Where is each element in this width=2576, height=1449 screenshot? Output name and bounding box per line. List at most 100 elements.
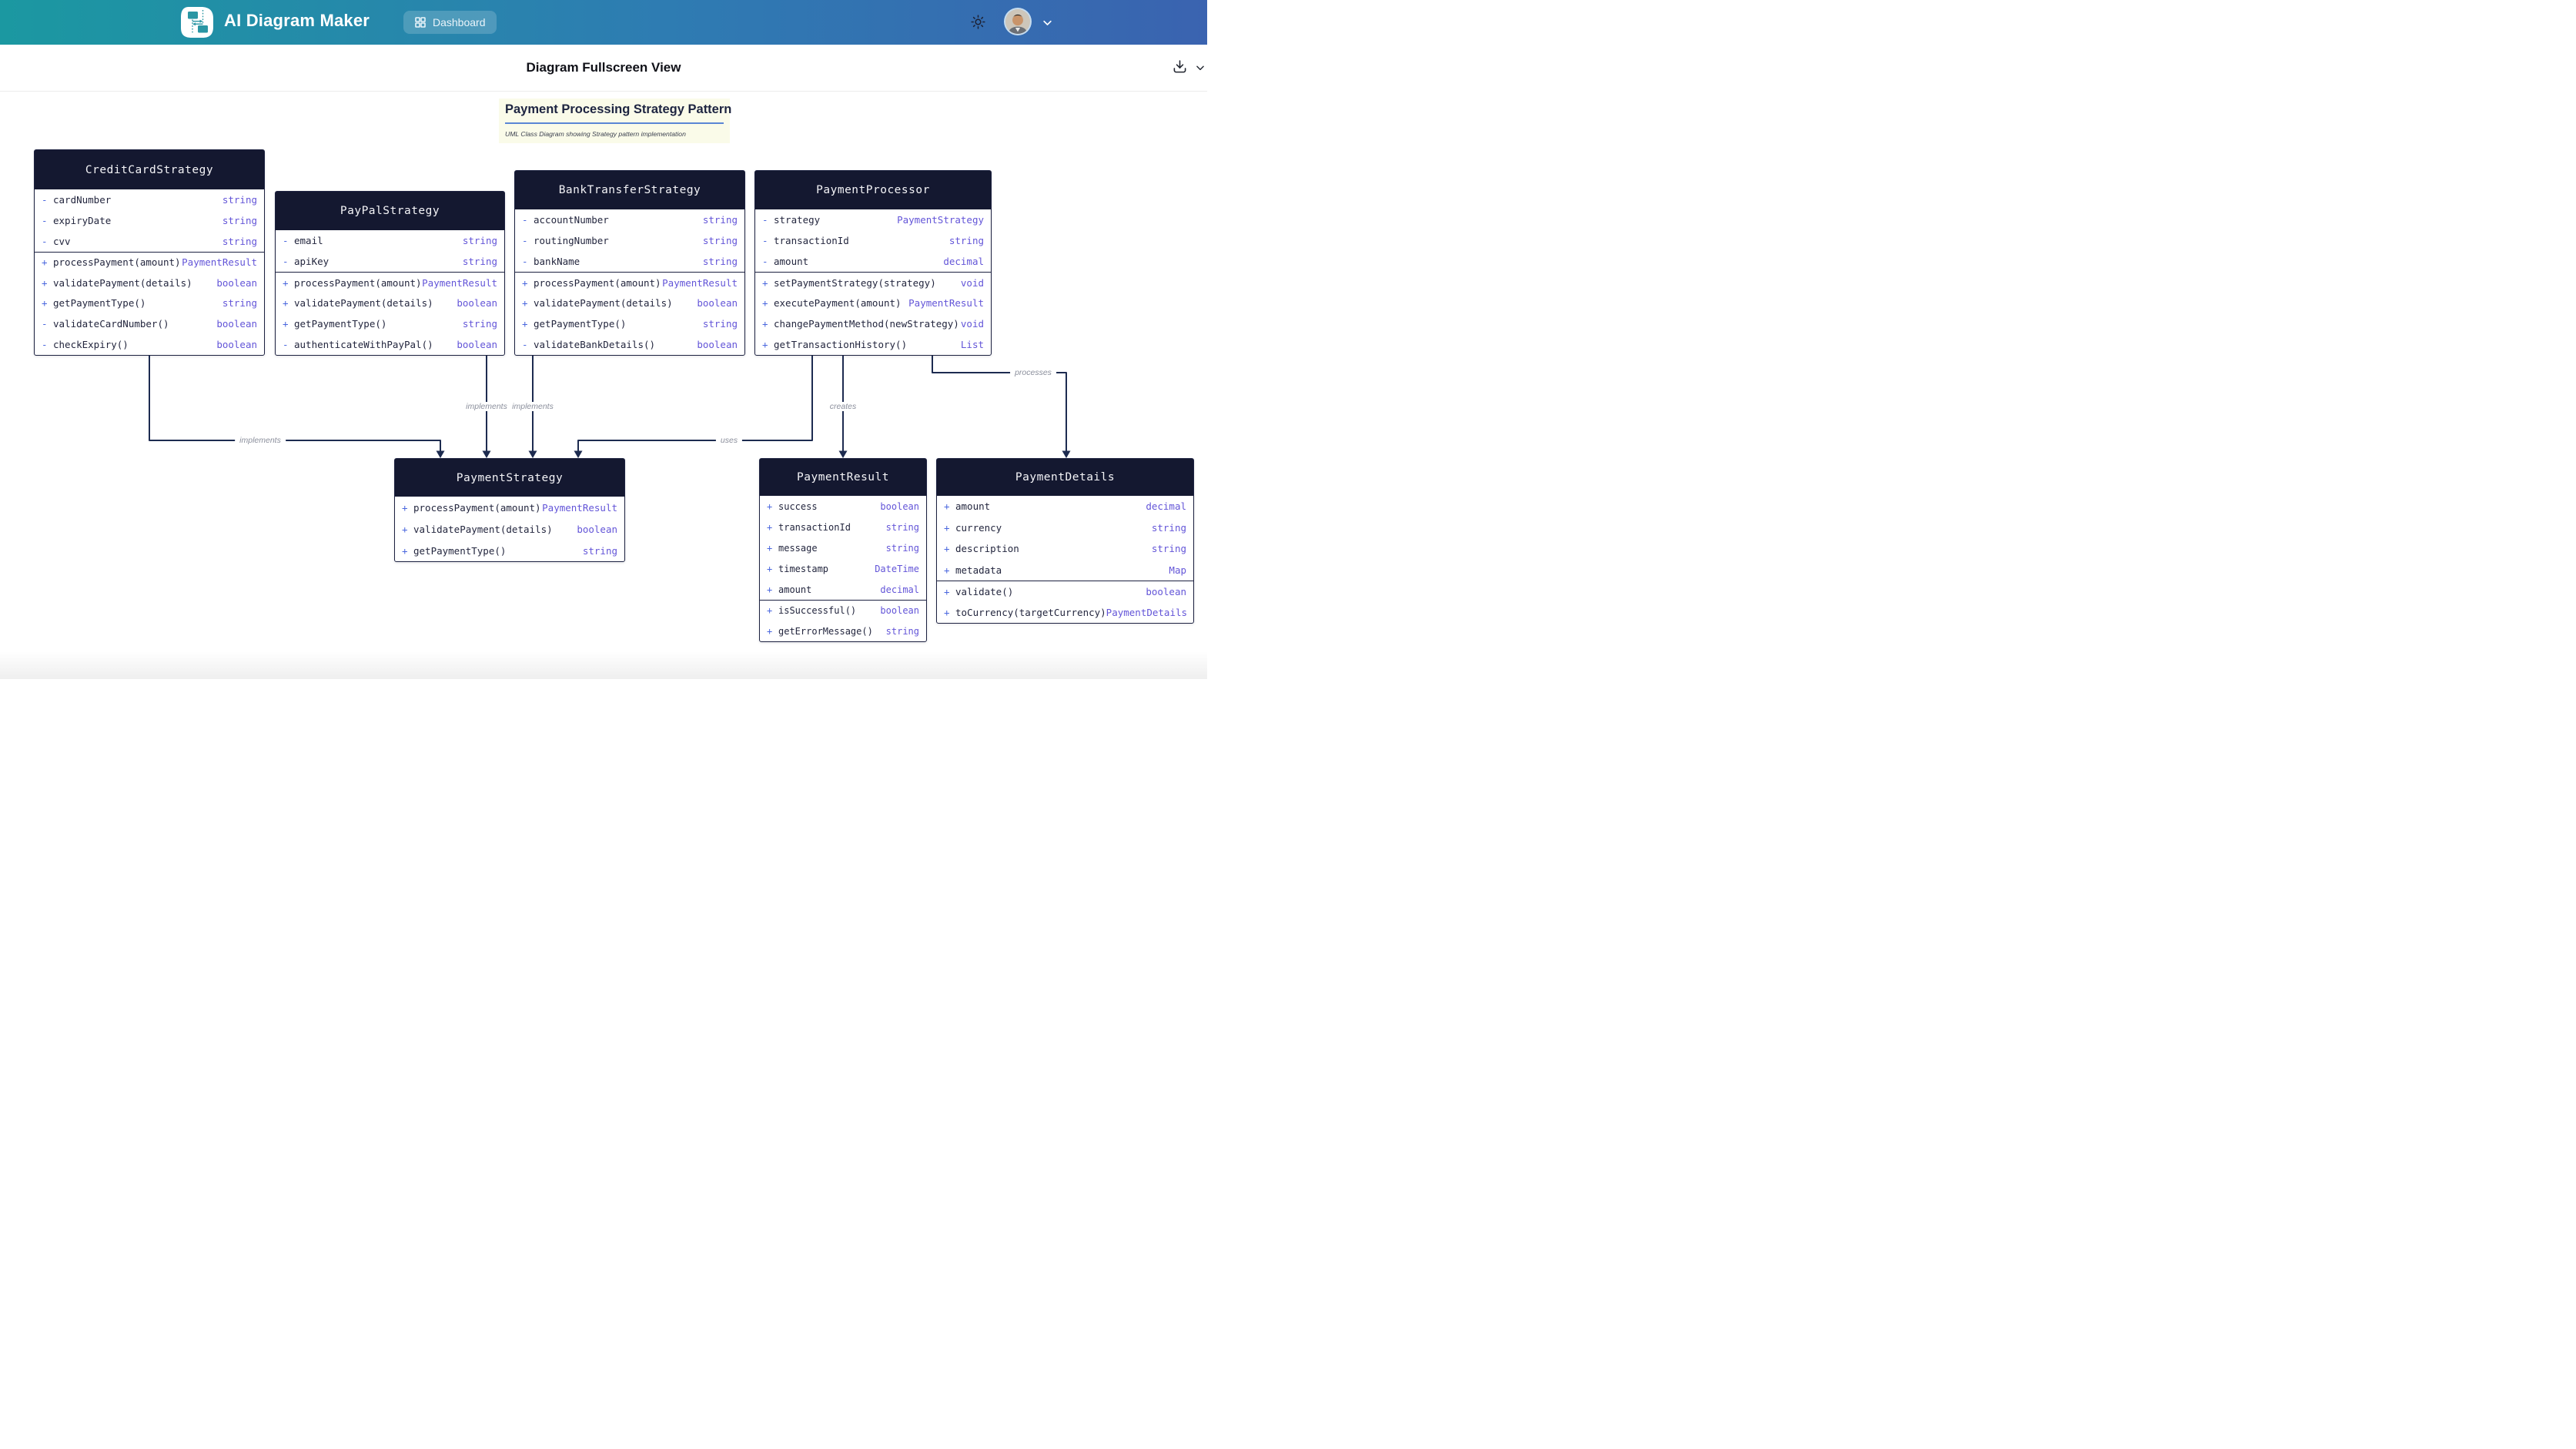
- visibility: +: [944, 606, 950, 618]
- member-type: PaymentResult: [422, 276, 497, 289]
- diagram-subtitle: UML Class Diagram showing Strategy patte…: [505, 130, 686, 138]
- class-member-row: +processPayment(amount)PaymentResult: [276, 272, 504, 293]
- member-name: amount: [774, 256, 809, 267]
- member-type: boolean: [1146, 585, 1186, 597]
- edge-label: implements: [235, 436, 286, 445]
- class-member-row: +getTransactionHistory()List: [755, 334, 991, 355]
- member-type: boolean: [697, 339, 738, 350]
- member-name: getTransactionHistory(): [774, 339, 908, 350]
- class-member-row: +processPayment(amount)PaymentResult: [515, 272, 744, 293]
- member-name: checkExpiry(): [53, 339, 129, 351]
- visibility: -: [762, 214, 768, 226]
- member-type: string: [462, 235, 497, 246]
- chevron-down-icon: [1195, 64, 1206, 75]
- member-type: string: [885, 542, 919, 554]
- member-name: metadata: [955, 564, 1002, 576]
- edge-label: implements: [461, 402, 512, 411]
- member-type: boolean: [880, 605, 919, 616]
- member-type: string: [885, 521, 919, 533]
- download-icon: [1173, 60, 1187, 76]
- member-type: boolean: [577, 523, 617, 535]
- chevron-down-icon[interactable]: [1042, 17, 1053, 28]
- arrowhead-icon: [574, 450, 583, 458]
- member-type: string: [222, 214, 257, 226]
- member-type: boolean: [697, 297, 738, 309]
- visibility: +: [42, 297, 48, 310]
- visibility: +: [944, 521, 950, 534]
- dashboard-button[interactable]: Dashboard: [403, 11, 497, 34]
- visibility: +: [762, 297, 768, 309]
- visibility: -: [283, 339, 289, 350]
- member-name: processPayment(amount): [53, 256, 181, 269]
- class-member-row: +isSuccessful()boolean: [760, 600, 926, 621]
- member-name: validateBankDetails(): [534, 339, 656, 350]
- visibility: +: [402, 501, 408, 514]
- visibility: +: [944, 564, 950, 576]
- visibility: -: [762, 235, 768, 246]
- visibility: +: [944, 543, 950, 555]
- member-type: string: [1151, 543, 1186, 555]
- member-type: string: [702, 318, 738, 330]
- edge-line: [577, 354, 813, 451]
- member-name: getErrorMessage(): [778, 625, 873, 637]
- member-name: cvv: [53, 235, 71, 247]
- class-member-row: + amount decimal: [760, 579, 926, 600]
- member-name: validate(): [955, 585, 1014, 597]
- visibility: +: [767, 500, 773, 512]
- avatar[interactable]: [1004, 8, 1032, 35]
- class-name: PaymentProcessor: [755, 171, 991, 209]
- visibility: +: [762, 339, 768, 350]
- class-name: PaymentDetails: [937, 459, 1193, 496]
- member-name: expiryDate: [53, 214, 112, 226]
- member-type: DateTime: [875, 563, 919, 574]
- theme-toggle-button[interactable]: [971, 15, 985, 29]
- visibility: +: [762, 276, 768, 289]
- collapse-button[interactable]: [1195, 62, 1206, 73]
- visibility: +: [42, 276, 48, 289]
- visibility: +: [283, 276, 289, 289]
- member-name: message: [778, 542, 818, 554]
- member-name: transactionId: [774, 235, 849, 246]
- bottom-fade: [0, 651, 1207, 679]
- member-type: PaymentResult: [662, 276, 738, 289]
- member-name: transactionId: [778, 521, 851, 533]
- member-name: bankName: [534, 256, 580, 267]
- member-name: amount: [778, 584, 812, 595]
- class-member-row: -checkExpiry()boolean: [35, 334, 264, 355]
- member-type: string: [702, 214, 738, 226]
- member-type: string: [222, 193, 257, 206]
- member-type: PaymentDetails: [1106, 606, 1188, 618]
- member-name: accountNumber: [534, 214, 609, 226]
- member-name: processPayment(amount): [534, 276, 661, 289]
- visibility: +: [767, 584, 773, 595]
- visibility: -: [42, 214, 48, 226]
- member-type: string: [462, 256, 497, 267]
- member-type: string: [462, 318, 497, 330]
- download-button[interactable]: [1173, 59, 1187, 74]
- member-type: string: [222, 235, 257, 247]
- arrowhead-icon: [436, 450, 445, 458]
- member-name: cardNumber: [53, 193, 112, 206]
- member-type: decimal: [880, 584, 919, 595]
- member-type: string: [885, 625, 919, 637]
- member-name: authenticateWithPayPal(): [294, 339, 433, 350]
- member-type: string: [582, 544, 617, 557]
- app-logo-icon: [180, 6, 214, 38]
- arrowhead-icon: [482, 450, 491, 458]
- dashboard-button-label: Dashboard: [433, 16, 486, 28]
- visibility: +: [522, 318, 528, 330]
- member-name: getPaymentType(): [53, 297, 146, 310]
- member-name: changePaymentMethod(newStrategy): [774, 318, 959, 330]
- class-member-row: +validatePayment(details)boolean: [35, 273, 264, 293]
- class-name: PayPalStrategy: [276, 192, 504, 230]
- member-name: getPaymentType(): [294, 318, 387, 330]
